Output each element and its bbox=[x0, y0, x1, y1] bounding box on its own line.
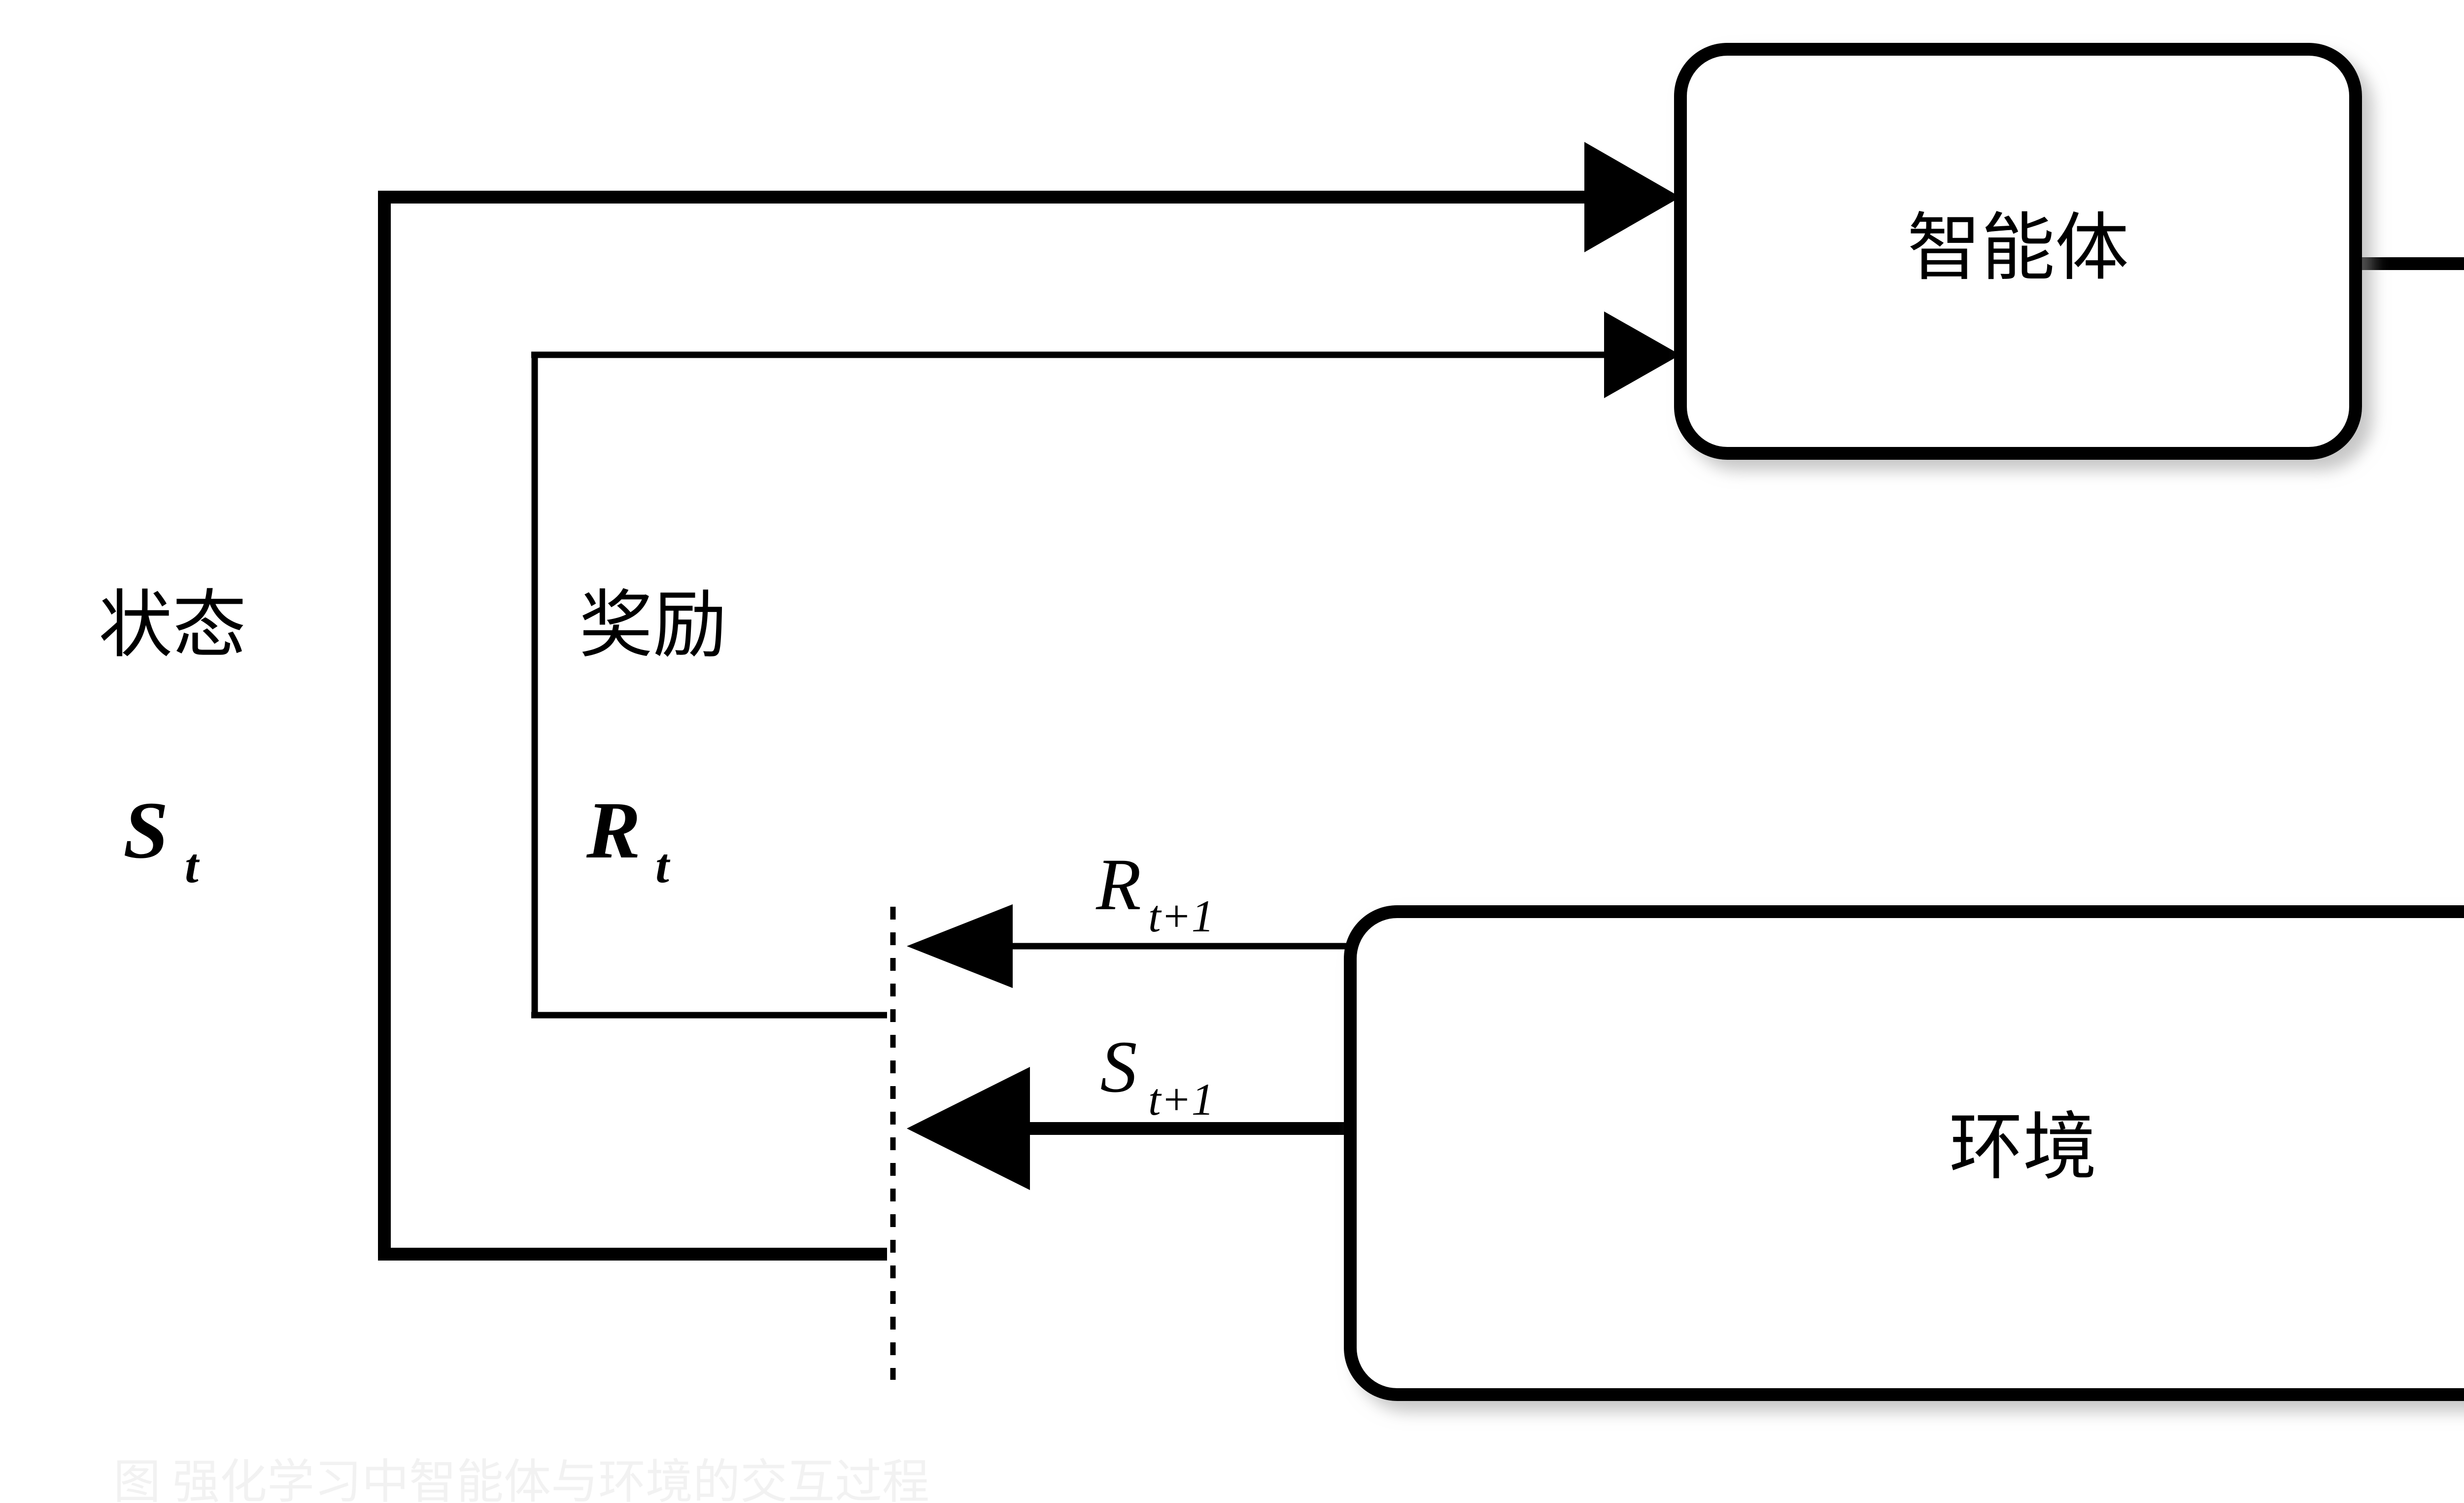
state-label-symbol: S bbox=[123, 785, 169, 875]
reward-edge-path bbox=[531, 351, 1641, 1019]
state-label-cn: 状态 bbox=[99, 585, 246, 667]
state-arrowhead-into-agent bbox=[1584, 142, 1680, 252]
reward-arrowhead-into-agent bbox=[1604, 311, 1680, 398]
reward-label-cn: 奖励 bbox=[579, 585, 727, 667]
environment-box-shape[interactable] bbox=[1344, 905, 2464, 1401]
environment-label: 环境 bbox=[1949, 1107, 2097, 1189]
agent-box-shape[interactable] bbox=[1674, 43, 2362, 460]
figure-caption: 图 强化学习中智能体与环境的交互过程 bbox=[113, 1456, 929, 1503]
agent-label: 智能体 bbox=[1907, 207, 2129, 289]
state-side-label: 状态 S t bbox=[99, 585, 246, 893]
reward-label-symbol: R bbox=[586, 785, 641, 875]
reward-label-subscript: t bbox=[655, 838, 671, 893]
reward-next-subscript: t+1 bbox=[1148, 891, 1214, 941]
reward-next-arrowhead bbox=[907, 904, 1013, 988]
reward-next-label: R t+1 bbox=[1095, 844, 1214, 941]
reward-next-symbol: R bbox=[1095, 844, 1141, 925]
agent-node[interactable]: 智能体 bbox=[1674, 43, 2362, 460]
state-label-subscript: t bbox=[185, 838, 200, 893]
environment-node[interactable]: 环境 bbox=[1344, 905, 2464, 1401]
state-next-arrowhead bbox=[907, 1067, 1030, 1190]
state-next-subscript: t+1 bbox=[1148, 1074, 1214, 1125]
reward-side-label: 奖励 R t bbox=[579, 585, 727, 893]
state-next-label: S t+1 bbox=[1100, 1026, 1214, 1125]
state-edge-path bbox=[378, 191, 1641, 1261]
state-next-symbol: S bbox=[1100, 1026, 1137, 1108]
